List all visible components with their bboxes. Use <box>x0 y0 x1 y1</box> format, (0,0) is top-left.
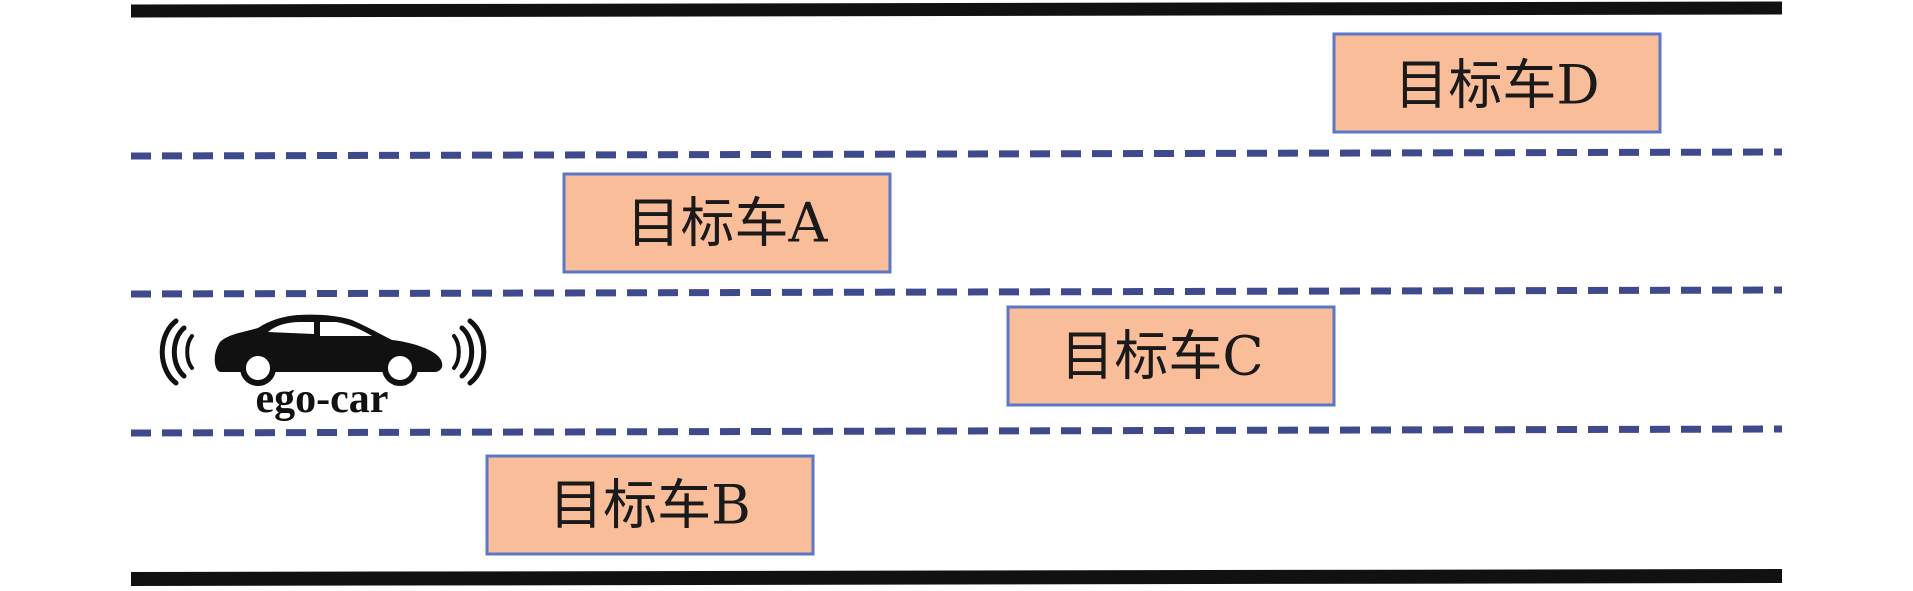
target-vehicle-a-box <box>562 172 892 274</box>
target-vehicle-b-label: 目标车B <box>549 474 751 537</box>
target-vehicle-c-label: 目标车C <box>1060 325 1263 388</box>
road-top-edge <box>130 1 1783 18</box>
target-vehicle-b: 目标车B <box>485 454 815 556</box>
car-wheel-front <box>240 350 276 386</box>
target-vehicle-c-box <box>1006 305 1336 407</box>
ego-car-label: ego-car <box>256 376 389 422</box>
sensor-waves-right-icon <box>452 318 487 386</box>
road-bottom-edge <box>130 569 1783 586</box>
sensor-waves-left-icon <box>159 318 194 386</box>
ego-car: ego-car <box>159 314 487 422</box>
target-vehicle-a-label: 目标车A <box>627 192 829 255</box>
target-vehicle-a: 目标车A <box>562 172 892 274</box>
car-window-rear <box>320 322 372 336</box>
target-vehicle-d: 目标车D <box>1332 32 1662 134</box>
target-vehicle-b-box <box>485 454 815 556</box>
lane-divider-1 <box>130 148 1783 160</box>
target-vehicle-c: 目标车C <box>1006 305 1336 407</box>
target-vehicle-d-box <box>1332 32 1662 134</box>
lane-divider-3 <box>130 425 1783 437</box>
car-window-front <box>268 322 314 334</box>
car-icon <box>214 314 443 386</box>
target-vehicle-d-label: 目标车D <box>1394 54 1599 117</box>
car-wheel-rear <box>382 350 418 386</box>
lane-divider-2 <box>130 286 1783 298</box>
